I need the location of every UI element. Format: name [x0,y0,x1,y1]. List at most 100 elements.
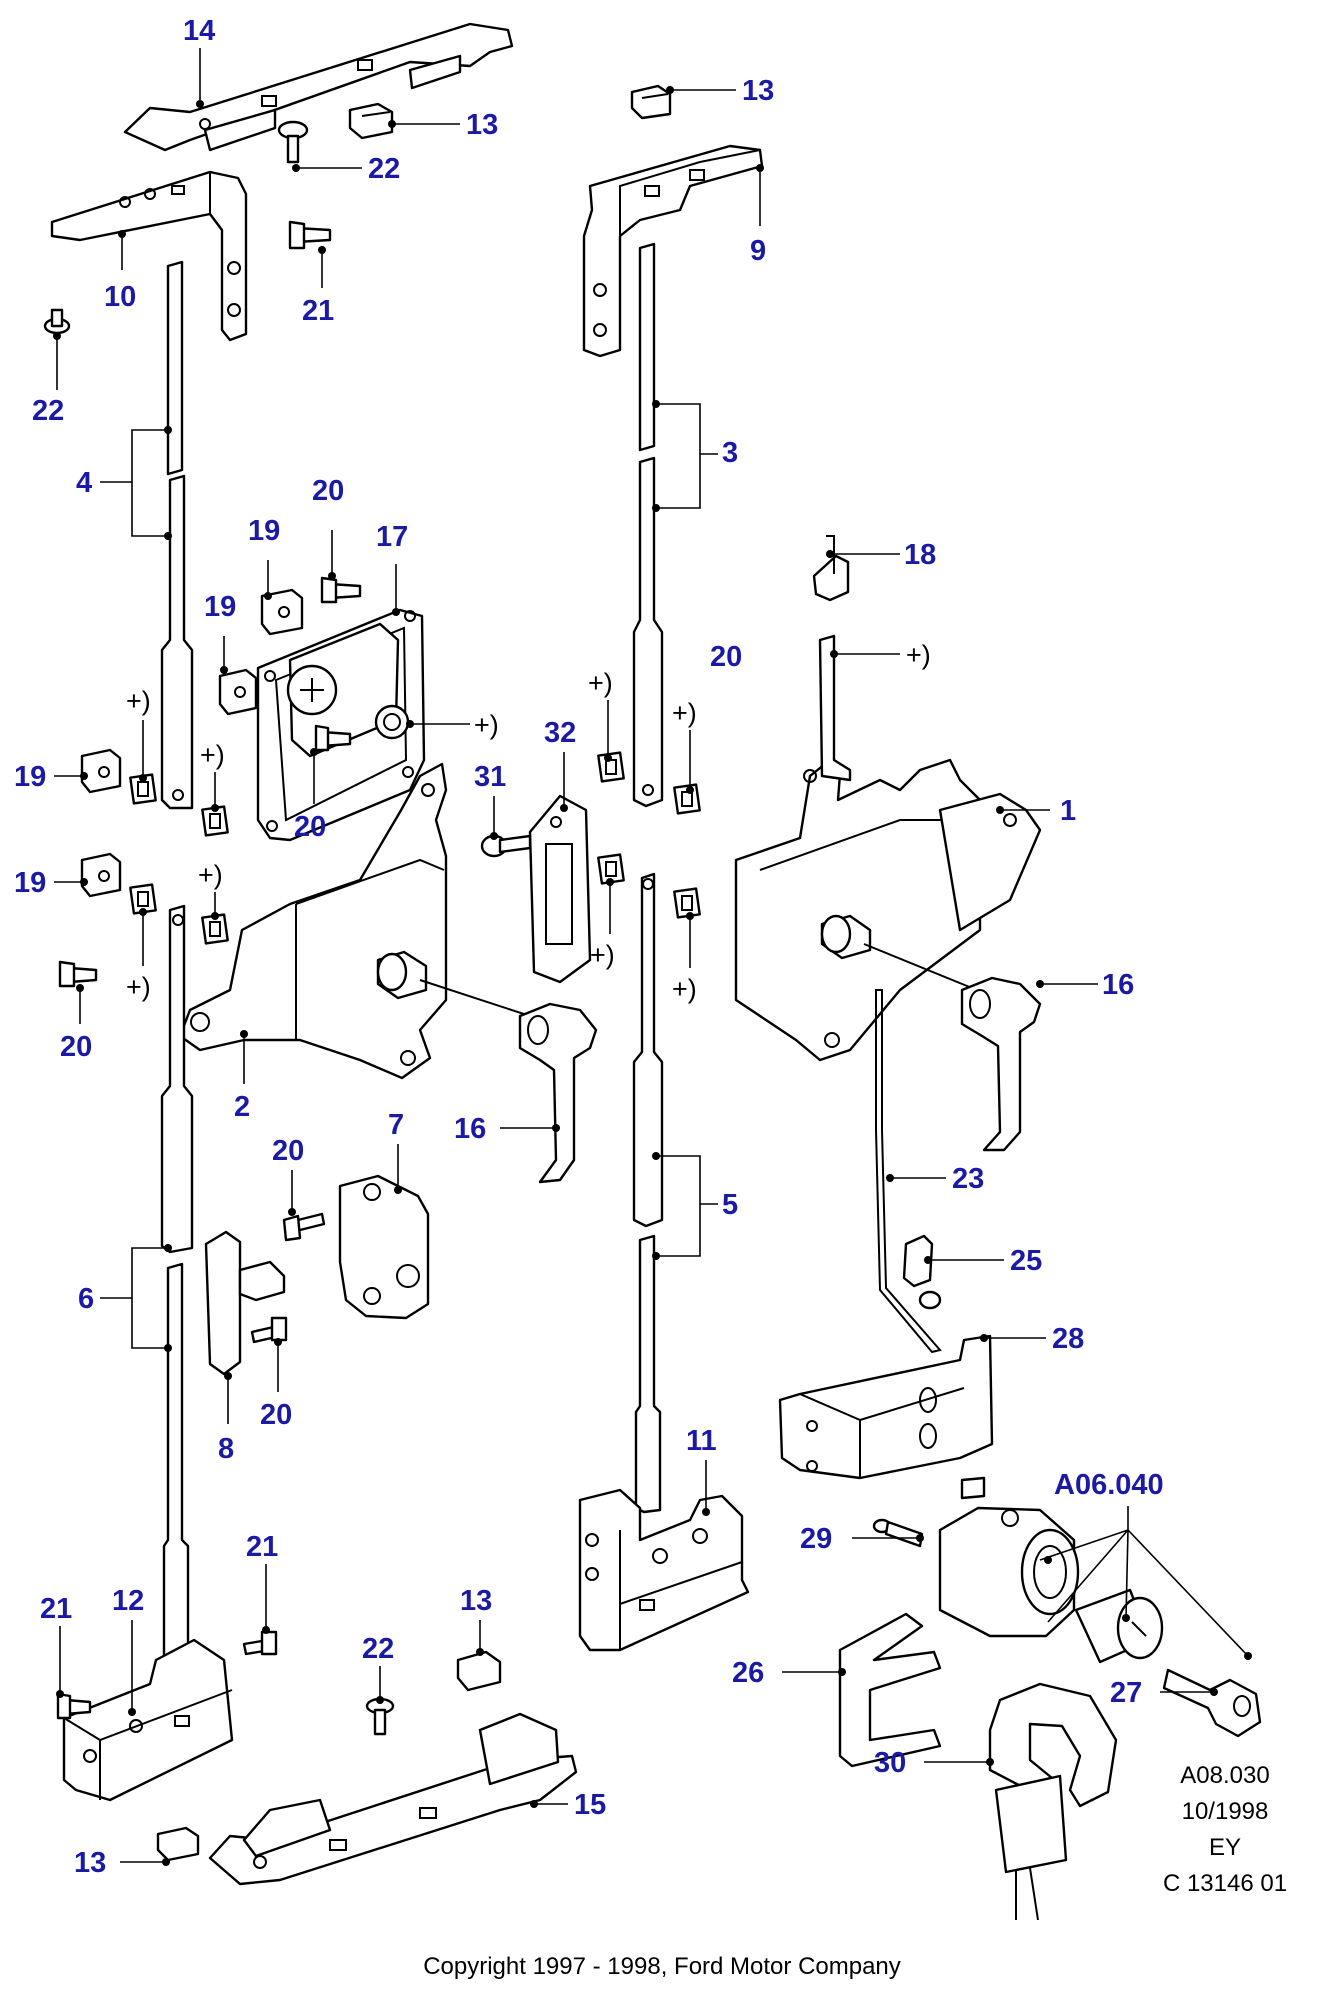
callout-2: 2 [234,1091,250,1123]
callout-30: 30 [874,1747,906,1779]
nut-plus-1 [129,773,157,805]
callout-20: 20 [272,1135,304,1167]
plus-marker: +) [588,668,613,698]
callout-22: 22 [362,1633,394,1665]
part-15-bottom-striker-plate [208,1712,578,1886]
callout-labels: 14 13 22 13 9 10 21 22 4 3 20 19 17 19 +… [14,15,1164,1879]
lock-cylinder-housing [938,1506,1080,1638]
plus-marker: +) [126,686,151,716]
callout-21: 21 [302,295,334,327]
part-13-clip-top [348,102,394,140]
plus-marker: +) [672,974,697,1004]
part-23-cable-rod [875,989,942,1354]
part-4-rod-upper-left [160,260,194,810]
part-7-latch-block [338,1174,430,1320]
part-21-bolt-lower-left-a [56,1692,92,1720]
part-9-upper-bracket-right [582,144,764,358]
callout-19: 19 [14,867,46,899]
part-13-clip-bottom-left [156,1826,200,1862]
part-30-switch-connector [988,1682,1118,1921]
part-17-lock-mechanism-plate [256,608,426,842]
part-16-inner-handle-left [518,1002,598,1184]
part-14-top-striker-plate [123,22,514,152]
callout-16: 16 [454,1113,486,1145]
plus-marker: +) [672,698,697,728]
part-22-screw-bottom [365,1697,395,1736]
callout-20: 20 [710,641,742,673]
nut-plus-8 [673,887,701,919]
callout-23: 23 [952,1163,984,1195]
part-20-screw-lock-top [320,576,362,604]
plus-marker: +) [200,740,225,770]
callout-16: 16 [1102,969,1134,1001]
callout-31: 31 [474,761,506,793]
callout-3: 3 [722,437,738,469]
part-5-rod-lower-right [632,872,664,1514]
callout-14: 14 [183,15,215,47]
callout-17: 17 [376,521,408,553]
callout-22: 22 [32,395,64,427]
callout-29: 29 [800,1523,832,1555]
callout-9: 9 [750,235,766,267]
callout-13: 13 [466,109,498,141]
callout-13: 13 [742,75,774,107]
callout-27: 27 [1110,1677,1142,1709]
callout-7: 7 [388,1109,404,1141]
part-19-clip-a [260,588,304,636]
part-18-clip-rod [812,535,850,602]
callout-8: 8 [218,1433,234,1465]
callout-13: 13 [460,1585,492,1617]
callout-15: 15 [574,1789,606,1821]
callout-19: 19 [14,761,46,793]
drawing-number: A08.030 [1180,1762,1270,1789]
callout-26: 26 [732,1657,764,1689]
part-20-screw-left-mid [58,960,98,988]
callout-10: 10 [104,281,136,313]
callout-28: 28 [1052,1323,1084,1355]
part-21-bolt-lower-left-b [242,1630,278,1656]
part-screw-lock-bracket [960,1476,986,1500]
plus-marker: +) [474,710,499,740]
part-32-escutcheon [528,794,592,984]
lock-cylinder-barrel [1074,1588,1164,1664]
drawing-code: EY [1208,1834,1241,1861]
callout-18: 18 [904,539,936,571]
plus-marker: +) [126,972,151,1002]
part-13-clip-upper-right [630,84,672,120]
drawing-date: 10/1998 [1181,1798,1269,1825]
part-19-clip-d [80,852,122,898]
part-20-screw-latch [282,1212,326,1242]
plus-marker: +) [906,640,931,670]
callout-19: 19 [204,591,236,623]
part-13-clip-bottom-mid [456,1650,502,1692]
part-20-screw-striker [250,1316,288,1344]
part-27-key [1162,1668,1262,1738]
plus-marker: +) [590,940,615,970]
catalog-number: C 13146 01 [1162,1870,1288,1897]
callout-6: 6 [78,1283,94,1315]
part-26-retainer-clip [838,1612,942,1768]
callout-20: 20 [312,475,344,507]
part-6-rod-lower-left [160,904,194,1666]
callout-12: 12 [112,1585,144,1617]
part-12-lower-bracket-left [62,1638,234,1802]
part-25-clip [902,1234,942,1310]
part-22-screw-left [43,308,71,335]
nut-plus-7 [597,853,625,885]
part-16-inner-handle-right [960,976,1042,1152]
callout-11: 11 [686,1425,717,1457]
callout-19: 19 [248,515,280,547]
callout-20: 20 [60,1031,92,1063]
part-11-lower-bracket-right [578,1488,750,1652]
callout-21: 21 [246,1531,278,1563]
part-10-upper-bracket-left [50,170,248,342]
leader-lines [53,48,1252,1866]
callout-5: 5 [722,1189,738,1221]
part-28-lock-bracket [778,1334,994,1480]
part-20-screw-lock-mid [314,724,352,752]
callout-4: 4 [76,467,92,499]
part-31-pin [480,834,532,858]
part-2-lock-body-left [178,762,531,1080]
part-19-clip-b [218,668,258,716]
